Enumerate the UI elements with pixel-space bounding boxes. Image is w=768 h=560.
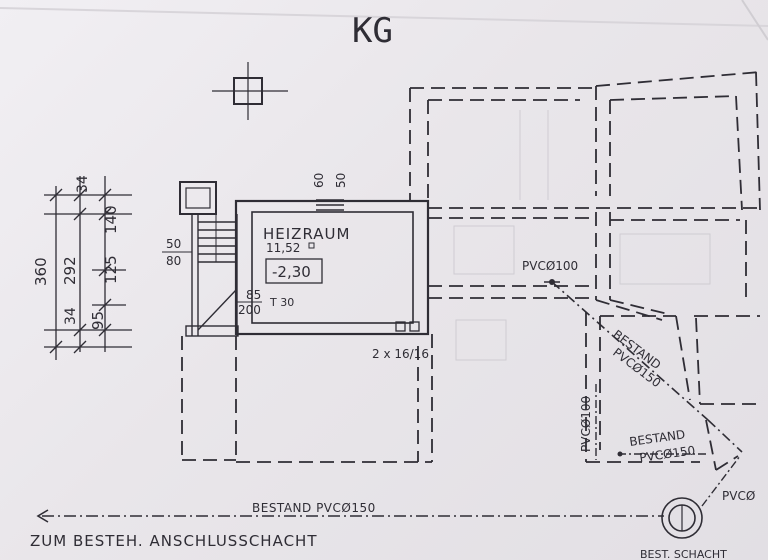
dimension-chain bbox=[44, 176, 132, 360]
pipe-label-pvc100-b: PVCØ100 bbox=[579, 396, 593, 452]
heating-room-walls bbox=[234, 199, 430, 336]
door-rating: T 30 bbox=[269, 296, 294, 309]
dim-right-top: 34 bbox=[75, 175, 91, 193]
dim-vent-50: 50 bbox=[334, 173, 348, 188]
pipe-label-bestand-3: BESTAND PVCØ150 bbox=[252, 501, 376, 515]
column-symbol bbox=[212, 62, 288, 120]
dim-right-bottom: 95 bbox=[89, 311, 107, 330]
level-box bbox=[265, 258, 323, 284]
pipe-to-manhole bbox=[701, 455, 741, 507]
column-symbol-small bbox=[179, 181, 217, 215]
room-area: 11,52 bbox=[266, 241, 300, 255]
pipe-pvc100-run bbox=[551, 281, 743, 453]
stair bbox=[185, 214, 239, 337]
faint-backside-marks bbox=[453, 110, 711, 361]
dim-left-middle: 292 bbox=[61, 256, 79, 285]
dim-right-middle: 125 bbox=[102, 255, 120, 284]
footer-bottom-right: BEST. SCHACHT bbox=[640, 548, 727, 560]
dim-left-bottom: 34 bbox=[63, 307, 79, 325]
flow-arrow-icon bbox=[36, 509, 49, 523]
square-meter-mark bbox=[308, 242, 315, 249]
dim-right-upper: 140 bbox=[102, 205, 120, 234]
plan-title: KG bbox=[352, 11, 393, 51]
dim-window-80: 80 bbox=[166, 254, 181, 268]
pipe-label-pvc100-a: PVCØ100 bbox=[522, 259, 578, 273]
room-name: HEIZRAUM bbox=[263, 225, 350, 243]
vent-label: 2 x 16/16 bbox=[372, 347, 429, 361]
dim-vent-60: 60 bbox=[312, 173, 326, 188]
dim-door-200: 200 bbox=[238, 303, 261, 317]
room-level: -2,30 bbox=[272, 263, 311, 281]
existing-walls-dashed bbox=[181, 71, 761, 471]
paper-crease bbox=[0, 7, 768, 27]
dim-overall: 360 bbox=[32, 257, 50, 286]
pipe-label-pvc-right: PVCØ bbox=[722, 489, 755, 503]
pipe-end-dot bbox=[617, 451, 623, 457]
pipe-node-dot bbox=[549, 279, 555, 285]
wall-vent bbox=[316, 199, 344, 211]
footer-label: ZUM BESTEH. ANSCHLUSSCHACHT bbox=[30, 532, 318, 550]
paper-crease bbox=[741, 0, 768, 41]
dim-window-50: 50 bbox=[166, 237, 181, 251]
dim-door-85: 85 bbox=[246, 288, 261, 302]
manhole-icon bbox=[661, 497, 703, 539]
vent-openings bbox=[395, 321, 420, 332]
